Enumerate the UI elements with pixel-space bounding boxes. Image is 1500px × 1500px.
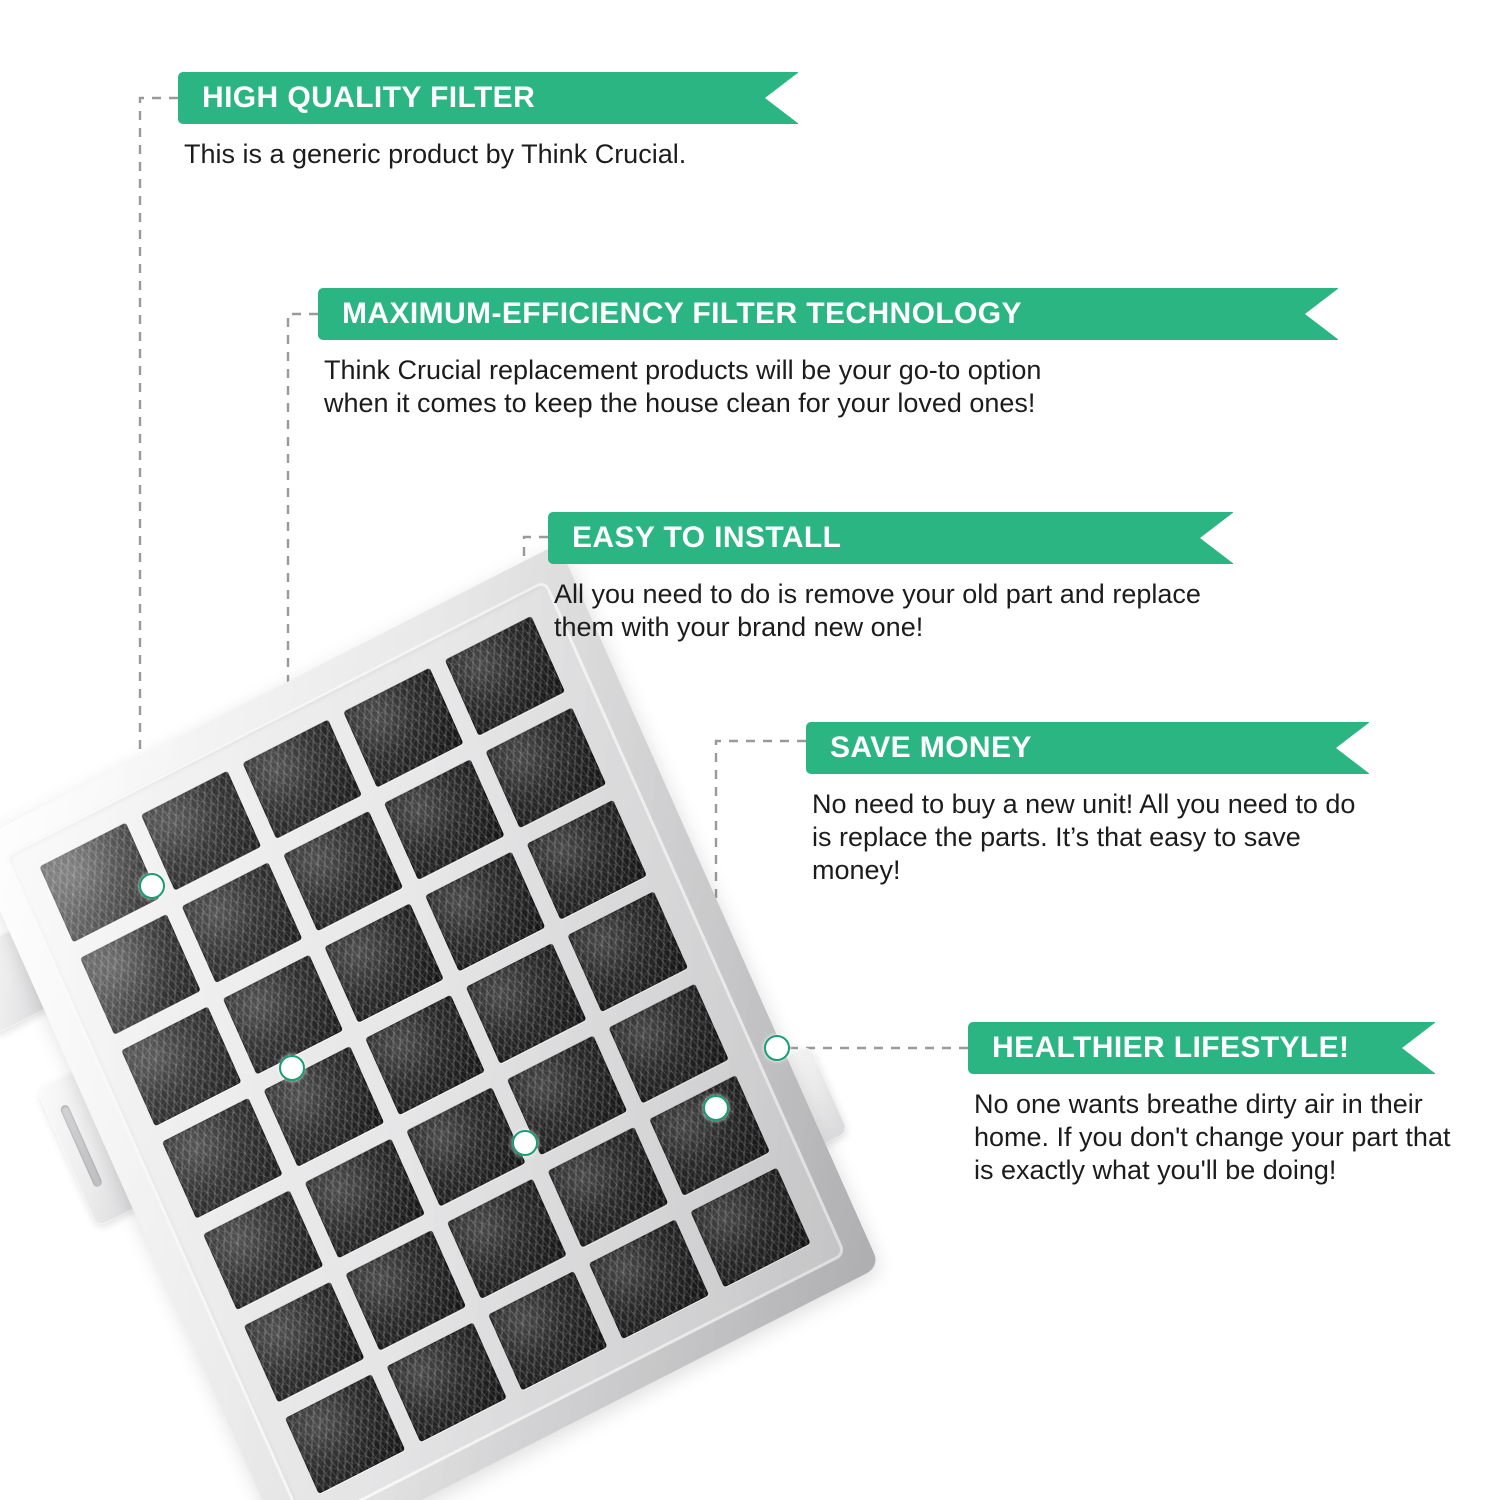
- callout-high-quality-filter: HIGH QUALITY FILTER This is a generic pr…: [178, 72, 798, 171]
- callout-body-text: Think Crucial replacement products will …: [324, 355, 1042, 418]
- callout-maximum-efficiency-filter-technology: MAXIMUM-EFFICIENCY FILTER TECHNOLOGY Thi…: [318, 288, 1338, 420]
- filter-cell: [304, 1138, 425, 1259]
- marker-easy-to-install: [512, 1130, 538, 1156]
- callout-title: EASY TO INSTALL: [572, 521, 842, 554]
- callout-body-text: No one wants breathe dirty air in their …: [974, 1089, 1451, 1185]
- callout-body-text: All you need to do is remove your old pa…: [554, 579, 1201, 642]
- ribbon-banner: HIGH QUALITY FILTER: [178, 72, 798, 124]
- callout-body: No one wants breathe dirty air in their …: [968, 1088, 1474, 1187]
- callout-body: No need to buy a new unit! All you need …: [806, 788, 1367, 887]
- ribbon-banner: HEALTHIER LIFESTYLE!: [968, 1022, 1435, 1074]
- callout-body-text: This is a generic product by Think Cruci…: [184, 139, 687, 169]
- filter-cell: [181, 862, 302, 984]
- callout-body: All you need to do is remove your old pa…: [548, 578, 1204, 644]
- callout-title: HIGH QUALITY FILTER: [202, 81, 536, 114]
- callout-title: HEALTHIER LIFESTYLE!: [992, 1031, 1350, 1064]
- ribbon-banner: EASY TO INSTALL: [548, 512, 1233, 564]
- filter-cell: [425, 851, 546, 972]
- ribbon-banner: SAVE MONEY: [806, 722, 1369, 774]
- filter-cell: [283, 811, 404, 932]
- filter-cell: [364, 994, 486, 1116]
- filter-frame: [0, 543, 880, 1500]
- callout-easy-to-install: EASY TO INSTALL All you need to do is re…: [548, 512, 1233, 644]
- marker-high-quality-filter: [139, 873, 165, 899]
- marker-maximum-efficiency: [279, 1055, 305, 1081]
- filter-cell: [548, 1126, 669, 1248]
- callout-body: This is a generic product by Think Cruci…: [178, 138, 798, 171]
- air-filter-body: [0, 543, 880, 1500]
- callout-body-text: No need to buy a new unit! All you need …: [812, 789, 1356, 885]
- filter-cell: [323, 902, 445, 1024]
- marker-healthier-lifestyle: [764, 1035, 790, 1061]
- filter-cell: [222, 954, 343, 1075]
- ribbon-banner: MAXIMUM-EFFICIENCY FILTER TECHNOLOGY: [318, 288, 1338, 340]
- callout-save-money: SAVE MONEY No need to buy a new unit! Al…: [806, 722, 1369, 887]
- filter-cell: [384, 759, 505, 880]
- filter-cell: [405, 1086, 527, 1208]
- filter-cell: [466, 943, 587, 1064]
- callout-title: MAXIMUM-EFFICIENCY FILTER TECHNOLOGY: [342, 297, 1022, 330]
- callout-title: SAVE MONEY: [830, 731, 1032, 764]
- callout-healthier-lifestyle: HEALTHIER LIFESTYLE! No one wants breath…: [968, 1022, 1450, 1187]
- marker-save-money: [703, 1095, 729, 1121]
- charcoal-mesh-grid: [39, 615, 811, 1495]
- filter-cell: [345, 1230, 466, 1351]
- filter-cell: [446, 1178, 567, 1299]
- callout-body: Think Crucial replacement products will …: [318, 354, 1094, 420]
